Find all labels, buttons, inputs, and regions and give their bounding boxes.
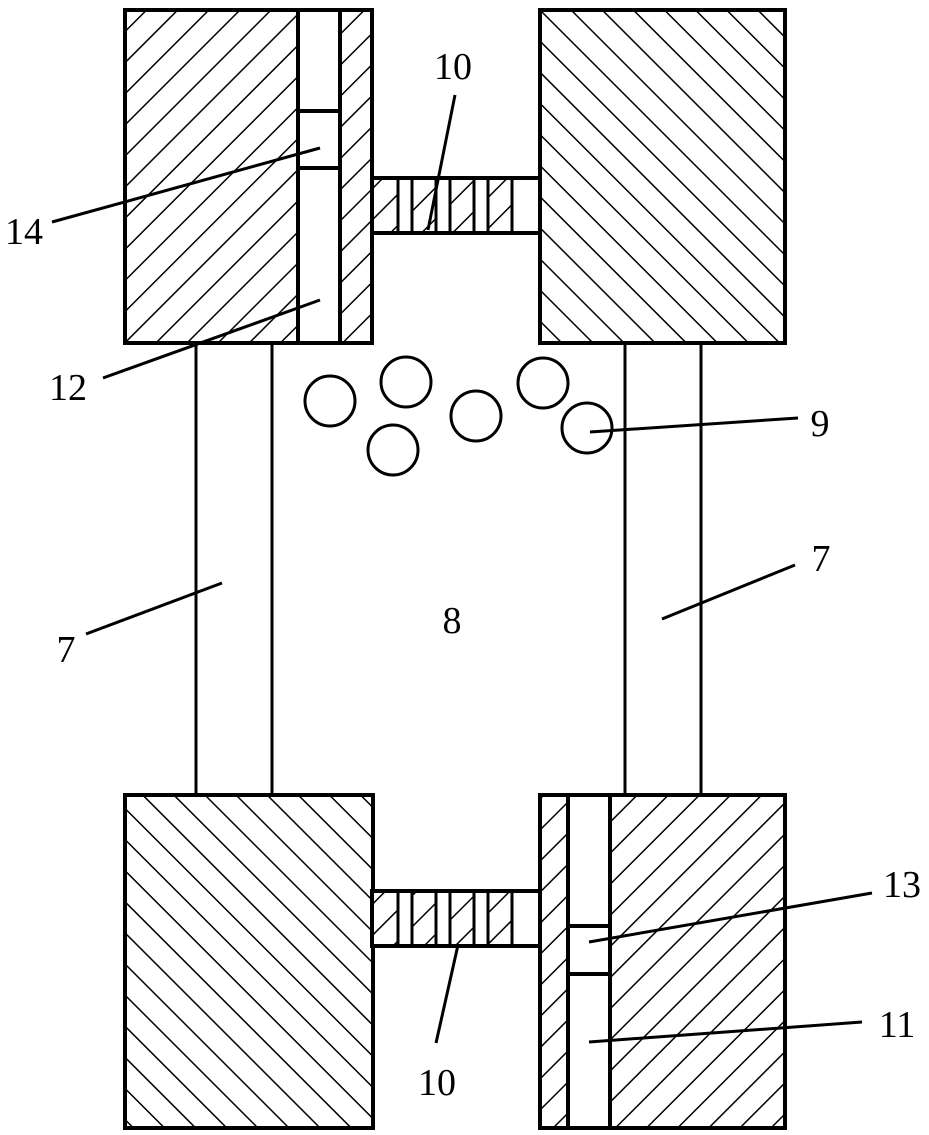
particle (303, 374, 357, 428)
label-chamber: 8 (443, 600, 462, 642)
block-bottom-left (123, 793, 375, 1130)
leader-insert-top-left (51, 146, 321, 224)
label-bottom-connector: 10 (418, 1062, 456, 1104)
leader-bottom-connector (434, 944, 460, 1044)
block-bottom-right-wall (538, 793, 570, 1130)
particle (379, 355, 433, 409)
channel-top-left (296, 8, 342, 345)
leader-channel-top-left (102, 298, 321, 380)
particle (560, 401, 614, 455)
label-insert-top-left: 14 (5, 211, 43, 253)
label-particles: 9 (811, 403, 830, 445)
pillar-right (623, 341, 703, 798)
label-channel-bottom-right: 11 (879, 1004, 916, 1046)
block-top-left-wall (338, 8, 374, 345)
block-top-right (538, 8, 787, 345)
connector-top (370, 176, 542, 235)
connector-bottom (370, 889, 542, 948)
leader-top-connector (426, 94, 457, 231)
leader-insert-bottom-right (588, 891, 873, 944)
leader-channel-bottom-right (588, 1020, 863, 1044)
label-top-connector: 10 (434, 46, 472, 88)
label-insert-bottom-right: 13 (883, 864, 921, 906)
leader-pillar-right (661, 563, 796, 621)
label-channel-top-left: 12 (49, 367, 87, 409)
block-bottom-right-main (608, 793, 787, 1130)
insert-bottom-right (566, 924, 612, 976)
pillar-left (194, 341, 274, 798)
leader-pillar-left (85, 581, 223, 636)
particle (366, 423, 420, 477)
label-pillar-left: 7 (57, 629, 76, 671)
particles (303, 355, 614, 477)
particle (449, 389, 503, 443)
particle (516, 356, 570, 410)
leader-particles (589, 416, 799, 434)
insert-top-left (296, 109, 342, 170)
label-pillar-right: 7 (812, 538, 831, 580)
